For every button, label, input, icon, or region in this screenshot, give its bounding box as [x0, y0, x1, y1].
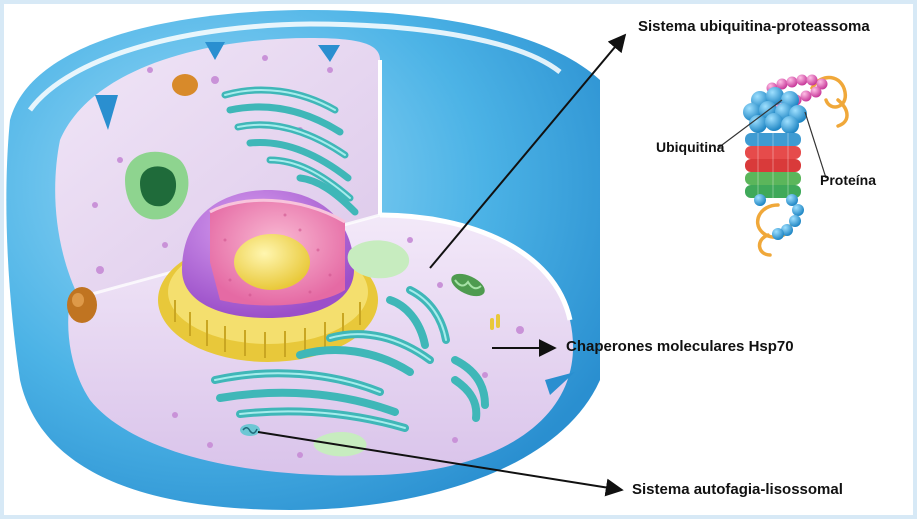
nucleolus: [234, 234, 310, 290]
ubiquitin-label: Ubiquitina: [656, 139, 724, 155]
ups-label: Sistema ubiquitina-proteassoma: [638, 18, 870, 35]
autophagy-label: Sistema autofagia-lisossomal: [632, 481, 843, 498]
protein-pointer: [805, 112, 826, 178]
protein-label: Proteína: [820, 172, 876, 188]
proteasome-illustration: [743, 75, 847, 256]
chaperones-label: Chaperones moleculares Hsp70: [566, 338, 794, 355]
